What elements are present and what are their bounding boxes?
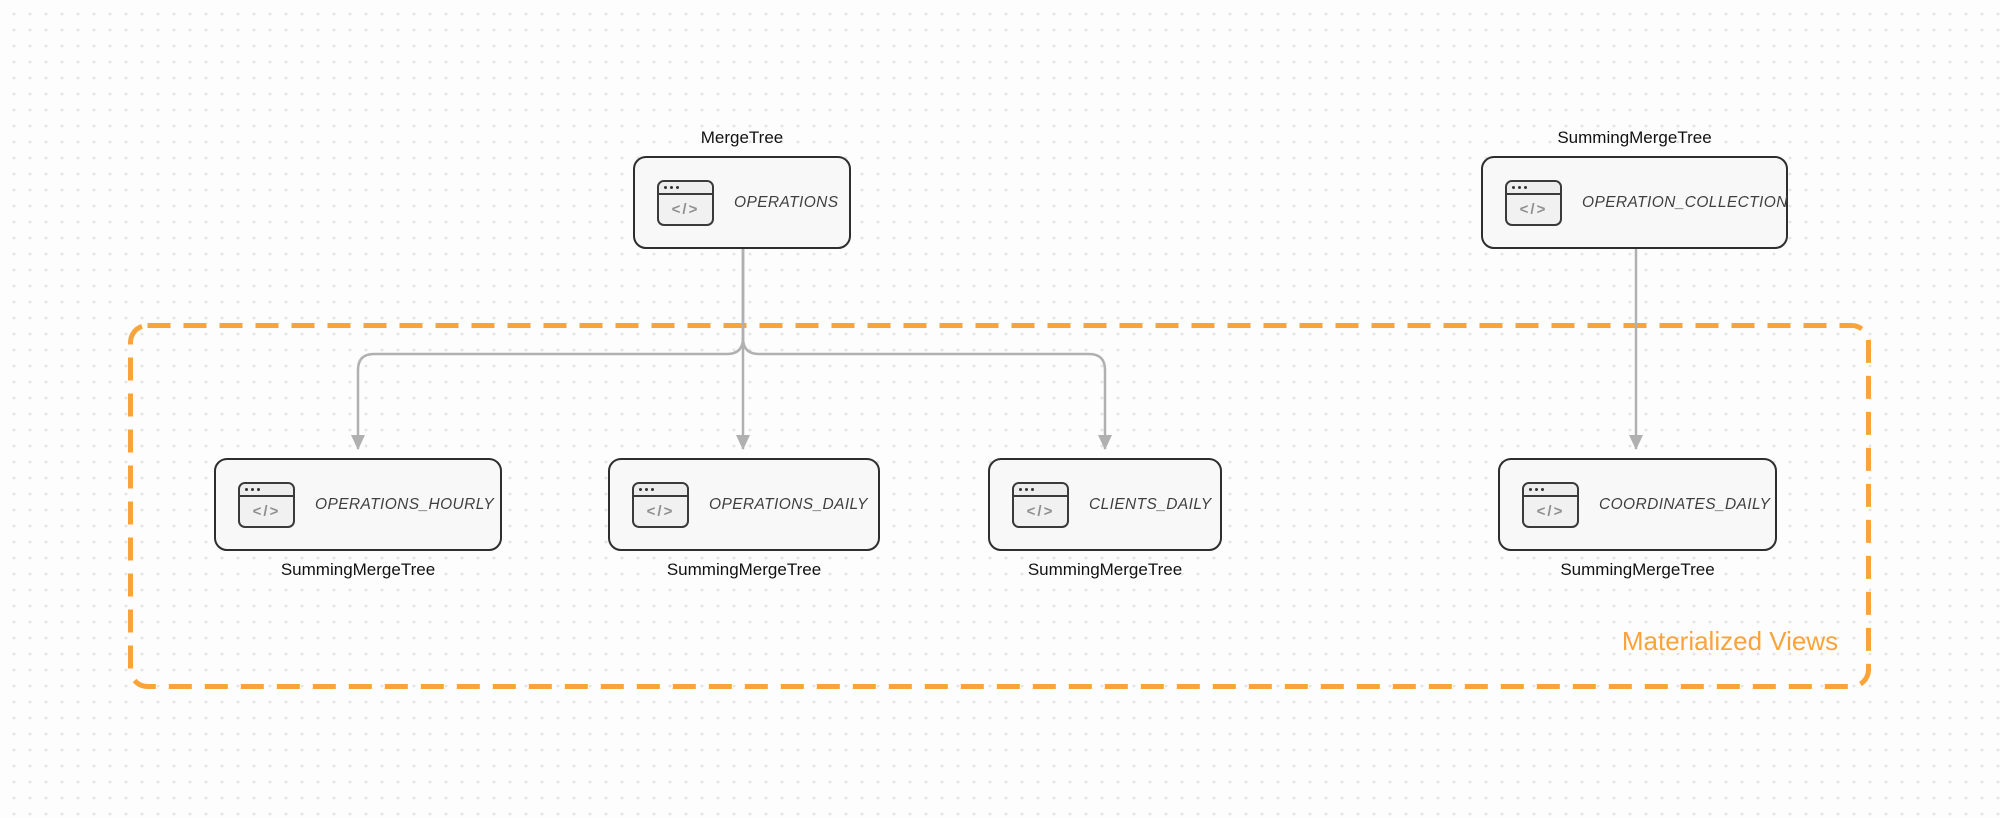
window-dot (1031, 487, 1034, 491)
code-window-icon: </> (1012, 481, 1069, 528)
node-operations[interactable]: MergeTree </> OPERATIONS (633, 128, 851, 249)
window-dot (651, 487, 654, 491)
node-title: CLIENTS_DAILY (1089, 495, 1212, 513)
code-window-icon: </> (632, 481, 689, 528)
code-glyph: </> (671, 200, 700, 218)
window-titlebar (1507, 181, 1560, 195)
window-titlebar (1014, 483, 1067, 497)
node-operations-hourly[interactable]: SummingMergeTree </> OPERATIONS_HOURLY (214, 458, 502, 579)
edge-operations-to-operations-hourly (351, 249, 745, 450)
window-dot (664, 185, 667, 189)
node-title: OPERATIONS_DAILY (709, 495, 868, 513)
code-glyph: </> (1519, 200, 1548, 218)
window-titlebar (634, 483, 687, 497)
window-dot (257, 487, 260, 491)
window-dot (1524, 185, 1527, 189)
window-dot (639, 487, 642, 491)
window-titlebar (240, 483, 293, 497)
node-clients-daily[interactable]: SummingMergeTree </> CLIENTS_DAILY (988, 458, 1222, 579)
code-glyph: </> (1536, 502, 1565, 520)
node-title: COORDINATES_DAILY (1599, 495, 1771, 513)
engine-label: SummingMergeTree (1027, 560, 1183, 579)
window-dot (1025, 487, 1028, 491)
engine-label: SummingMergeTree (1557, 128, 1712, 147)
code-window-icon: </> (1505, 179, 1562, 226)
window-dot (245, 487, 248, 491)
window-dot (1512, 185, 1515, 189)
materialized-views-group-label: Materialized Views (1621, 626, 1839, 656)
node-title: OPERATION_COLLECTION (1582, 193, 1788, 211)
window-dot (1541, 487, 1544, 491)
code-window-icon: </> (238, 481, 295, 528)
window-titlebar (659, 181, 712, 195)
node-title: OPERATIONS_HOURLY (315, 495, 495, 513)
code-window-icon: </> (1522, 481, 1579, 528)
window-dot (645, 487, 648, 491)
engine-label: SummingMergeTree (666, 560, 822, 579)
node-coordinates-daily[interactable]: SummingMergeTree </> COORDINATES_DAILY (1498, 458, 1777, 579)
window-dot (1535, 487, 1538, 491)
window-dot (1518, 185, 1521, 189)
window-dot (676, 185, 679, 189)
node-operation-collection[interactable]: SummingMergeTree </> OPERATION_COLLECTIO… (1481, 128, 1788, 249)
window-dot (1529, 487, 1532, 491)
code-glyph: </> (1026, 502, 1055, 520)
code-window-icon: </> (657, 179, 714, 226)
code-glyph: </> (646, 502, 675, 520)
code-glyph: </> (252, 502, 281, 520)
window-titlebar (1524, 483, 1577, 497)
engine-label: SummingMergeTree (280, 560, 436, 579)
window-dot (1019, 487, 1022, 491)
window-dot (251, 487, 254, 491)
edge-operations-to-clients-daily (741, 249, 1112, 450)
node-title: OPERATIONS (734, 193, 839, 211)
node-operations-daily[interactable]: SummingMergeTree </> OPERATIONS_DAILY (608, 458, 880, 579)
engine-label: SummingMergeTree (1560, 560, 1715, 579)
engine-label: MergeTree (700, 128, 784, 147)
window-dot (670, 185, 673, 189)
